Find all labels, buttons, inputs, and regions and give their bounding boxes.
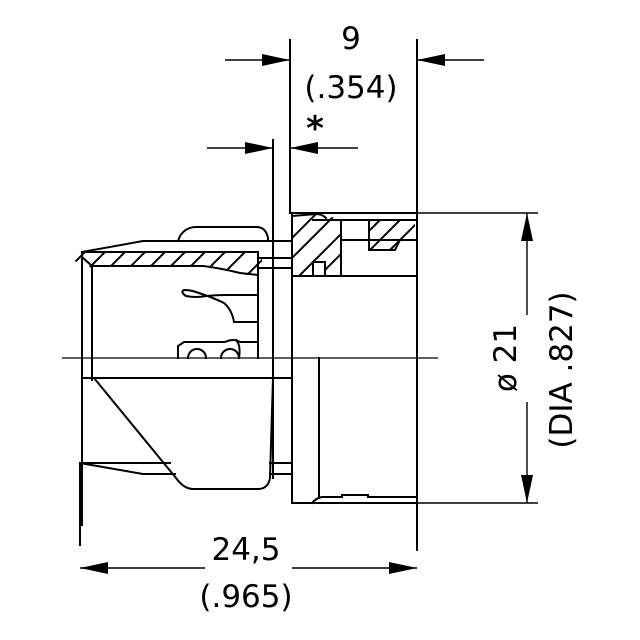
gap-marker: * — [306, 109, 324, 149]
flange — [289, 39, 418, 551]
dimension-flange-width: 9 (.354) — [225, 21, 484, 106]
hatch-flange — [292, 214, 341, 276]
dimension-gap: * — [207, 109, 358, 154]
housing-lower — [78, 357, 293, 546]
flange-width-imperial: (.354) — [304, 70, 397, 106]
overall-length-metric: 24,5 — [211, 532, 280, 568]
dimension-overall-length: 24,5 (.965) — [80, 532, 417, 615]
diameter-imperial: (DIA .827) — [544, 291, 580, 448]
overall-length-imperial: (.965) — [199, 579, 292, 615]
diameter-metric: ø 21 — [488, 324, 524, 392]
dimension-diameter: ø 21 (DIA .827) — [417, 212, 580, 504]
flange-width-metric: 9 — [341, 21, 361, 57]
gap-lines — [257, 39, 293, 479]
hatch-insert — [369, 220, 415, 250]
